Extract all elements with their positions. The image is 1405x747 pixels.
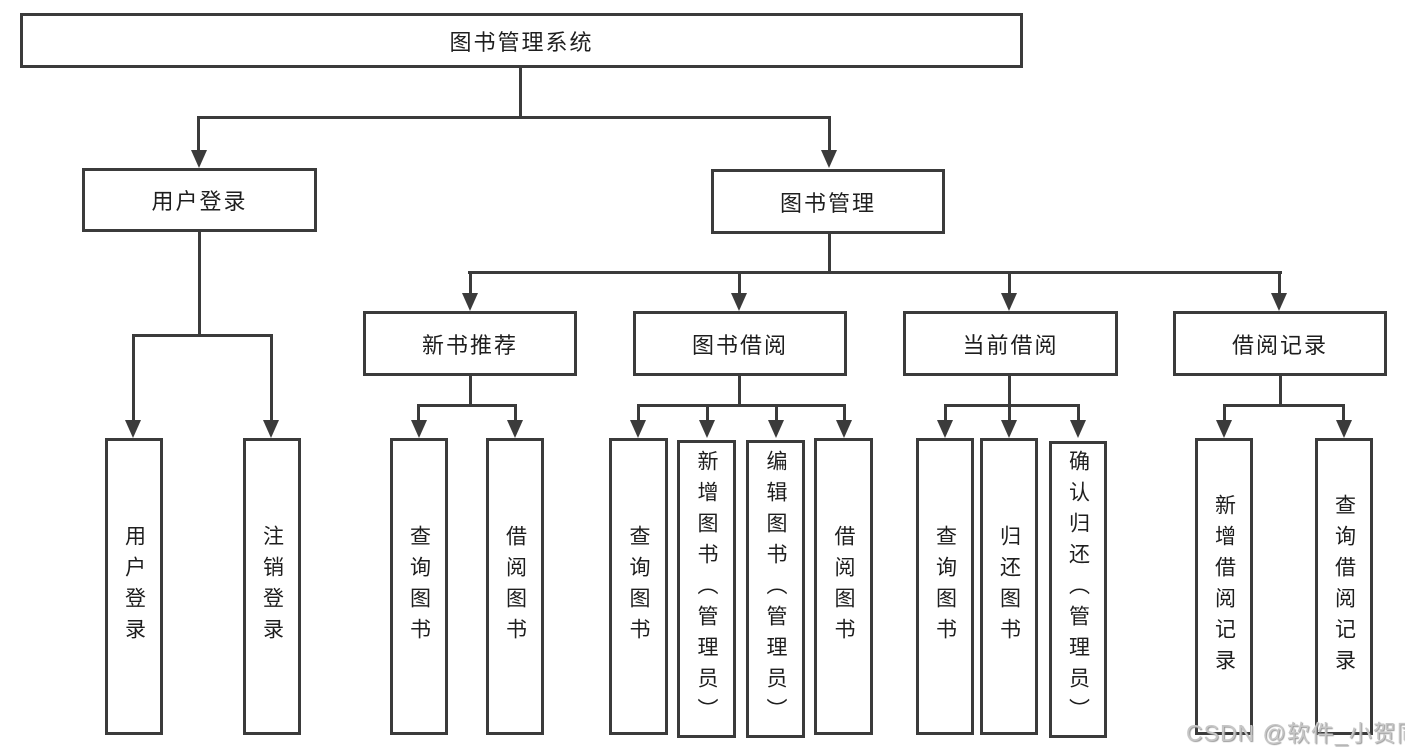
connector-mgmt-stem-3 <box>1008 271 1011 293</box>
node-label: 查询图书 <box>627 524 650 649</box>
connector-login-hbar <box>132 334 273 337</box>
node-leaf-confirm-return-admin: 确认归还（管理员） <box>1049 441 1107 738</box>
connector-records-trunk <box>1279 376 1282 407</box>
arrow-down-icon <box>937 420 953 438</box>
node-book-management: 图书管理 <box>711 169 945 234</box>
connector-records-hbar <box>1223 404 1345 407</box>
arrow-down-icon <box>1070 420 1086 438</box>
node-leaf-query-books-3: 查询图书 <box>916 438 974 735</box>
node-label: 图书管理 <box>779 190 876 216</box>
node-label: 查询图书 <box>933 524 957 649</box>
connector-mgmt-trunk <box>828 234 831 274</box>
connector-records-stem-1 <box>1223 404 1226 420</box>
node-label: 编辑图书（管理员） <box>764 449 787 729</box>
arrow-down-icon <box>1216 420 1232 438</box>
connector-borrow-stem-4 <box>843 404 846 420</box>
connector-root-stem-right <box>828 116 831 152</box>
node-leaf-logout: 注销登录 <box>243 438 301 735</box>
node-label: 新增图书（管理员） <box>695 449 718 729</box>
node-label: 用户登录 <box>151 189 248 214</box>
node-label: 注销登录 <box>260 524 284 649</box>
connector-login-stem-right <box>270 334 273 420</box>
node-label: 查询借阅记录 <box>1332 493 1356 680</box>
node-book-borrow: 图书借阅 <box>633 311 847 376</box>
node-leaf-user-login: 用户登录 <box>105 438 163 735</box>
connector-borrow-hbar <box>637 404 846 407</box>
connector-root-stem-left <box>197 116 200 152</box>
arrow-down-icon <box>462 293 478 311</box>
connector-borrow-trunk <box>738 376 741 407</box>
connector-login-stem-left <box>132 334 135 420</box>
node-new-book-recommend: 新书推荐 <box>363 311 577 376</box>
node-leaf-borrow-books-1: 借阅图书 <box>486 438 544 735</box>
node-leaf-query-borrow-record: 查询借阅记录 <box>1315 438 1373 735</box>
connector-root-trunk <box>519 68 522 118</box>
connector-mgmt-stem-2 <box>738 271 741 293</box>
node-leaf-return-books: 归还图书 <box>980 438 1038 735</box>
node-label: 借阅记录 <box>1231 332 1328 358</box>
arrow-down-icon <box>1001 293 1017 311</box>
connector-current-hbar <box>944 404 1080 407</box>
node-label: 图书管理系统 <box>449 29 594 55</box>
connector-login-trunk <box>198 232 201 336</box>
connector-current-stem-1 <box>944 404 947 420</box>
connector-newbook-stem-1 <box>417 404 420 420</box>
connector-current-stem-3 <box>1077 404 1080 420</box>
arrow-down-icon <box>630 420 646 438</box>
connector-mgmt-stem-1 <box>469 271 472 293</box>
node-label: 用户登录 <box>122 524 146 649</box>
arrow-down-icon <box>699 420 715 438</box>
connector-mgmt-hbar <box>468 271 1282 274</box>
node-leaf-borrow-books-2: 借阅图书 <box>814 438 873 735</box>
node-leaf-query-books-1: 查询图书 <box>390 438 448 735</box>
connector-newbook-hbar <box>417 404 517 407</box>
node-label: 查询图书 <box>407 524 431 649</box>
arrow-down-icon <box>1336 420 1352 438</box>
arrow-down-icon <box>821 150 837 168</box>
csdn-watermark: CSDN @软件_小贺同学 <box>1186 720 1405 746</box>
arrow-down-icon <box>768 420 784 438</box>
arrow-down-icon <box>411 420 427 438</box>
connector-root-hbar <box>197 116 831 119</box>
connector-records-stem-2 <box>1342 404 1345 420</box>
node-label: 借阅图书 <box>503 524 527 649</box>
arrow-down-icon <box>836 420 852 438</box>
node-label: 当前借阅 <box>962 332 1059 358</box>
node-current-borrow: 当前借阅 <box>903 311 1118 376</box>
node-label: 确认归还（管理员） <box>1066 450 1090 729</box>
connector-newbook-stem-2 <box>514 404 517 420</box>
connector-mgmt-stem-4 <box>1278 271 1281 293</box>
connector-current-trunk <box>1008 376 1011 407</box>
node-label: 归还图书 <box>997 524 1021 649</box>
arrow-down-icon <box>507 420 523 438</box>
arrow-down-icon <box>1271 293 1287 311</box>
node-leaf-edit-books-admin: 编辑图书（管理员） <box>746 440 805 738</box>
node-root-system: 图书管理系统 <box>20 13 1023 68</box>
node-label: 新书推荐 <box>421 332 518 358</box>
arrow-down-icon <box>263 420 279 438</box>
connector-borrow-stem-3 <box>775 404 778 420</box>
connector-borrow-stem-1 <box>637 404 640 420</box>
node-leaf-add-borrow-record: 新增借阅记录 <box>1195 438 1253 735</box>
node-label: 图书借阅 <box>691 332 788 358</box>
node-borrow-records: 借阅记录 <box>1173 311 1387 376</box>
node-label: 借阅图书 <box>832 524 855 649</box>
node-user-login: 用户登录 <box>82 168 317 232</box>
arrow-down-icon <box>125 420 141 438</box>
node-label: 新增借阅记录 <box>1212 493 1236 680</box>
connector-newbook-trunk <box>469 376 472 407</box>
arrow-down-icon <box>1001 420 1017 438</box>
connector-borrow-stem-2 <box>706 404 709 420</box>
node-leaf-add-books-admin: 新增图书（管理员） <box>677 440 736 738</box>
node-leaf-query-books-2: 查询图书 <box>609 438 668 735</box>
arrow-down-icon <box>191 150 207 168</box>
connector-current-stem-2 <box>1008 404 1011 420</box>
arrow-down-icon <box>731 293 747 311</box>
